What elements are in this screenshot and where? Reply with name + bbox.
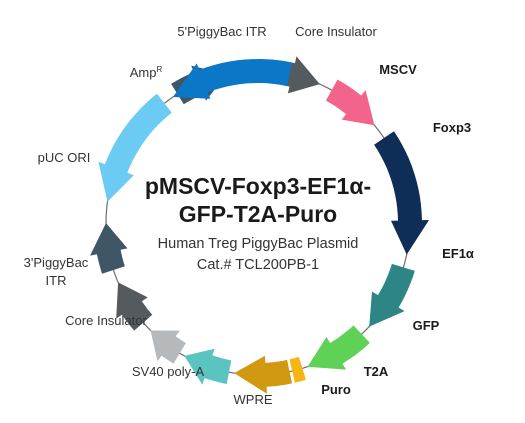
label-foxp3: Foxp3 (433, 120, 471, 135)
label-core-insulator-bottom: Core Insulator (65, 313, 147, 328)
label-core-insulator-top: Core Insulator (295, 24, 377, 39)
plasmid-subtitle: Human Treg PiggyBac Plasmid (158, 236, 359, 252)
feature-arrow-foxp3 (374, 131, 429, 255)
feature-arrow-puc-ori (98, 93, 172, 202)
feature-arrow-ampr (173, 59, 293, 99)
label-ef1a: EF1α (442, 246, 474, 261)
label-3-piggybac-itr-line2: ITR (46, 273, 67, 288)
feature-arrow-piggybac-3-itr (90, 223, 128, 274)
label-puc-ori: pUC ORI (38, 150, 91, 165)
label-3-piggybac-itr-line1: 3'PiggyBac (24, 255, 89, 270)
label-puro: Puro (321, 382, 351, 397)
feature-arrow-sv40-polya (150, 330, 186, 364)
label-mscv: MSCV (379, 62, 417, 77)
feature-arrow-gfp (307, 325, 370, 370)
label-ampr-main: Amp (130, 65, 157, 80)
feature-arrow-core-insulator-bottom (116, 282, 153, 331)
plasmid-title-line2: GFP-T2A-Puro (179, 201, 337, 227)
feature-arrow-mscv (325, 79, 375, 126)
label-ampr: AmpR (130, 65, 163, 80)
label-wpre: WPRE (234, 392, 273, 407)
feature-arrow-puro (234, 355, 293, 394)
feature-arrow-ef1a (369, 263, 415, 327)
label-gfp: GFP (413, 318, 440, 333)
plasmid-catalog-number: Cat.# TCL200PB-1 (197, 257, 319, 273)
feature-arrow-wpre (184, 348, 232, 385)
label-sv40-polya: SV40 poly-A (132, 364, 205, 379)
feature-arrows (90, 56, 429, 394)
label-t2a: T2A (364, 364, 389, 379)
label-5-piggybac-itr: 5'PiggyBac ITR (177, 24, 266, 39)
feature-arrow-t2a (289, 356, 306, 383)
plasmid-title-line1: pMSCV-Foxp3-EF1α- (145, 173, 371, 199)
label-ampr-superscript: R (156, 65, 162, 74)
